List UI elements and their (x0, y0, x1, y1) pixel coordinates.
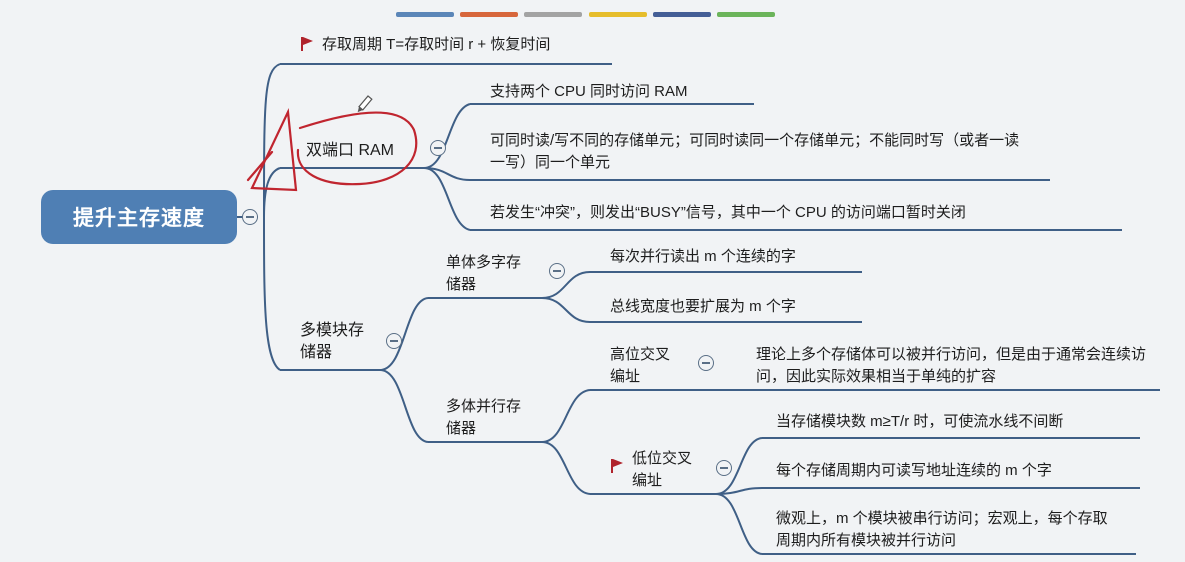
legend-swatch (524, 12, 582, 17)
node-low-3[interactable]: 微观上，m 个模块被串行访问；宏观上，每个存取周期内所有模块被并行访问 (776, 510, 1108, 549)
node-single-2[interactable]: 总线宽度也要扩展为 m 个字 (610, 298, 796, 315)
connector-low (715, 437, 763, 495)
flag-icon (611, 459, 623, 473)
annotation-triangle (246, 107, 298, 192)
flag-icon (301, 37, 313, 51)
node-dual-port[interactable]: 双端口 RAM (306, 142, 395, 159)
connector-parallel (541, 389, 591, 443)
red-annotation (246, 107, 418, 192)
collapse-low-icon[interactable] (716, 460, 732, 476)
node-multi-module[interactable]: 多模块存储器 (300, 322, 365, 361)
node-label: 存取周期 T=存取时间 r + 恢复时间 (322, 36, 551, 53)
node-multi-parallel[interactable]: 多体并行存储器 (446, 398, 522, 437)
pen-cursor-icon (357, 95, 373, 113)
node-dual-port-2[interactable]: 可同时读/写不同的存储单元；可同时读同一个存储单元；不能同时写（或者一读一写）同… (490, 132, 1020, 171)
legend-swatch (717, 12, 775, 17)
collapse-dual-port-icon[interactable] (430, 140, 446, 156)
connector-multi (379, 369, 429, 443)
connector-low (715, 487, 763, 495)
node-low-2[interactable]: 每个存储周期内可读写地址连续的 m 个字 (776, 462, 1052, 479)
connector-trunk (263, 167, 281, 218)
connector-parallel (541, 441, 591, 495)
node-dual-port-1[interactable]: 支持两个 CPU 同时访问 RAM (490, 83, 688, 100)
connector-dual (423, 167, 471, 231)
node-high-interleave[interactable]: 高位交叉编址 (610, 346, 671, 385)
node-label: 低位交叉编址 (632, 450, 693, 489)
connector-dual (423, 103, 471, 169)
legend-swatch (460, 12, 518, 17)
collapse-root-icon[interactable] (242, 209, 258, 225)
legend-swatch (396, 12, 454, 17)
annotation-circle (296, 111, 418, 186)
root-node[interactable]: 提升主存速度 (41, 190, 237, 244)
node-single-1[interactable]: 每次并行读出 m 个连续的字 (610, 248, 796, 265)
connector-multi (379, 297, 429, 371)
collapse-single-icon[interactable] (549, 263, 565, 279)
node-low-interleave[interactable]: 低位交叉编址 (610, 448, 696, 492)
legend-swatch (653, 12, 711, 17)
node-access-cycle[interactable]: 存取周期 T=存取时间 r + 恢复时间 (300, 34, 550, 56)
legend-swatch (589, 12, 647, 17)
connector-low (715, 493, 763, 555)
collapse-high-icon[interactable] (698, 355, 714, 371)
node-high-1[interactable]: 理论上多个存储体可以被并行访问，但是由于通常会连续访问，因此实际效果相当于单纯的… (756, 346, 1147, 385)
connector-single (541, 271, 591, 299)
collapse-multi-module-icon[interactable] (386, 333, 402, 349)
node-low-1[interactable]: 当存储模块数 m≥T/r 时，可使流水线不间断 (776, 413, 1064, 430)
connector-single (541, 297, 591, 323)
node-single-multi-word[interactable]: 单体多字存储器 (446, 254, 522, 293)
connector-trunk (263, 216, 281, 371)
node-dual-port-3[interactable]: 若发生“冲突”，则发出“BUSY”信号，其中一个 CPU 的访问端口暂时关闭 (490, 204, 966, 221)
connector-trunk (263, 63, 281, 218)
